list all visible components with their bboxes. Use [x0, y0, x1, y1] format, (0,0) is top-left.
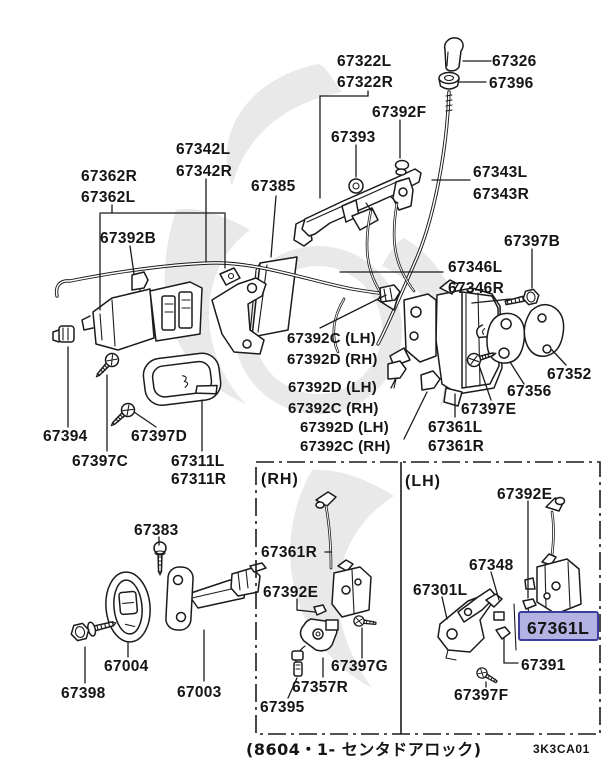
lock-rod-67343-drawing: [376, 90, 453, 346]
part-label-67361L-highlighted[interactable]: 67361L: [527, 618, 589, 638]
rod-67348-drawing: [495, 603, 517, 651]
part-label-67391[interactable]: 67391: [521, 657, 566, 674]
lock-knob-67326-drawing: [443, 37, 464, 72]
rh-knob-rod-drawing: [315, 491, 337, 570]
part-label-67392D-LH-3[interactable]: 67392D (LH): [300, 419, 389, 436]
part-label-67397G[interactable]: 67397G: [331, 658, 388, 675]
clip-67392F-drawing: [394, 159, 410, 176]
part-label-67383[interactable]: 67383: [134, 522, 179, 539]
part-label-67392C-RH-2[interactable]: 67392C (RH): [288, 400, 379, 417]
part-label-67397C[interactable]: 67397C: [72, 453, 128, 470]
part-label-67311R[interactable]: 67311R: [171, 471, 226, 488]
inside-handle-67362-drawing: [81, 267, 267, 355]
part-label-67397D[interactable]: 67397D: [131, 428, 187, 445]
bolt-67397B-drawing: [504, 288, 540, 306]
part-label-67003[interactable]: 67003: [177, 684, 222, 701]
rod-clip-a-drawing: [379, 284, 401, 303]
part-label-67322L[interactable]: 67322L: [337, 53, 391, 70]
part-label-67385[interactable]: 67385: [251, 178, 296, 195]
part-label-67392E-lh[interactable]: 67392E: [497, 486, 552, 503]
part-label-67397F[interactable]: 67397F: [454, 687, 508, 704]
part-label-67352[interactable]: 67352: [547, 366, 592, 383]
part-label-67392C-RH-3[interactable]: 67392C (RH): [300, 438, 391, 455]
protector-67385-drawing: [249, 256, 298, 338]
part-label-67398[interactable]: 67398: [61, 685, 106, 702]
rh-clip-67392E-drawing: [313, 604, 327, 616]
part-label-67392F[interactable]: 67392F: [372, 104, 426, 121]
part-label-67342L[interactable]: 67342L: [176, 141, 230, 158]
diagram-code: 3K3CA01: [533, 742, 590, 756]
bolt-67398-drawing: [70, 621, 117, 642]
part-label-67342R[interactable]: 67342R: [176, 163, 232, 180]
rod-clip-c-drawing: [420, 370, 441, 391]
part-label-67322R[interactable]: 67322R: [337, 74, 393, 91]
part-label-67362R[interactable]: 67362R: [81, 168, 137, 185]
striker-67356-drawing: [475, 312, 526, 364]
part-label-67392B[interactable]: 67392B: [100, 230, 156, 247]
part-label-67397B[interactable]: 67397B: [504, 233, 560, 250]
part-label-67394[interactable]: 67394: [43, 428, 88, 445]
part-label-67362L[interactable]: 67362L: [81, 189, 135, 206]
part-label-67356[interactable]: 67356: [507, 383, 552, 400]
part-label-67343L[interactable]: 67343L: [473, 164, 527, 181]
screw-67383-drawing: [153, 541, 167, 576]
screw-67397C-drawing: [95, 352, 120, 378]
rh-latch-drawing: [331, 559, 372, 618]
grommet-67396-drawing: [438, 71, 460, 90]
part-label-67392E-rh[interactable]: 67392E: [263, 584, 318, 601]
part-label-67361R-rh[interactable]: 67361R: [261, 544, 317, 561]
part-label-67346L[interactable]: 67346L: [448, 259, 502, 276]
part-label-67361L-main[interactable]: 67361L: [428, 419, 482, 436]
part-label-67392C-LH-1[interactable]: 67392C (LH): [287, 330, 376, 347]
inset-title-rh: (RH): [261, 471, 299, 488]
inset-box: [255, 461, 601, 735]
handle-rod-67342-drawing: [54, 261, 398, 298]
part-label-67396[interactable]: 67396: [489, 75, 534, 92]
part-label-67393[interactable]: 67393: [331, 129, 376, 146]
part-label-67395[interactable]: 67395: [260, 699, 305, 716]
inset-title-lh: (LH): [405, 473, 441, 490]
leader-lines: [67, 60, 567, 699]
highlighted-part-67361L[interactable]: 67361L: [518, 611, 599, 641]
screw-67397E-drawing: [466, 352, 497, 368]
part-label-67311L[interactable]: 67311L: [171, 453, 225, 470]
screw-67397F-drawing: [476, 667, 498, 684]
applicability-caption: (8604・1- センタドアロック): [246, 740, 482, 759]
part-label-67392D-LH-2[interactable]: 67392D (LH): [288, 379, 377, 396]
plate-67352-drawing: [523, 303, 565, 358]
part-label-67357R[interactable]: 67357R: [292, 679, 348, 696]
part-label-67361R-main[interactable]: 67361R: [428, 438, 484, 455]
screw-67397G-drawing: [353, 615, 377, 627]
part-label-67392D-RH-1[interactable]: 67392D (RH): [287, 351, 378, 368]
screw-67397D-drawing: [110, 402, 136, 427]
rod-clip-b-drawing: [387, 360, 407, 389]
part-label-67397E[interactable]: 67397E: [461, 401, 516, 418]
handle-67301L-drawing: [437, 588, 505, 661]
part-label-67346R[interactable]: 67346R: [448, 280, 504, 297]
lh-latch-67361L-drawing: [524, 553, 582, 615]
gasket-67393-drawing: [348, 178, 364, 194]
part-label-67343R[interactable]: 67343R: [473, 186, 529, 203]
connector-67395-drawing: [291, 650, 304, 677]
check-strap-67003-drawing: [165, 562, 267, 631]
part-label-67301L[interactable]: 67301L: [413, 582, 467, 599]
highlight-box[interactable]: [518, 611, 599, 641]
part-label-67326[interactable]: 67326: [492, 53, 537, 70]
clip-67394-drawing: [52, 325, 75, 343]
actuator-67357R-drawing: [295, 618, 339, 665]
part-label-67348[interactable]: 67348: [469, 557, 514, 574]
bezel-67311-drawing: [142, 352, 222, 407]
part-label-67004[interactable]: 67004: [104, 658, 149, 675]
lh-knob-rod-drawing: [545, 496, 566, 566]
grommet-67004-drawing: [105, 571, 151, 643]
